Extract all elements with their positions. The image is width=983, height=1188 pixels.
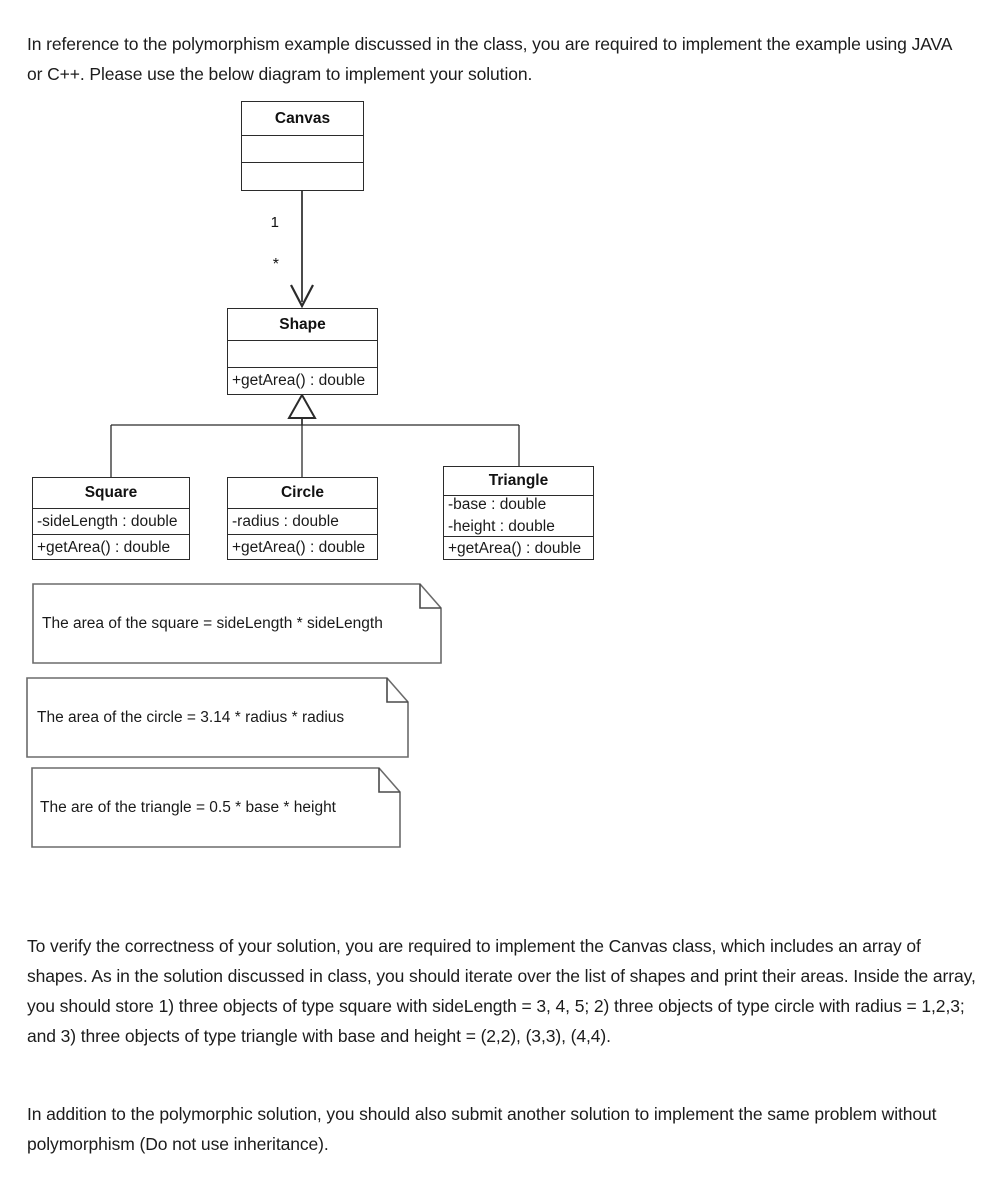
note-outline [32, 583, 442, 664]
class-attributes-circle: -radius : double [228, 508, 377, 534]
class-name-triangle: Triangle [488, 472, 549, 489]
class-name-circle: Circle [280, 484, 325, 501]
class-box-shape[interactable]: Shape +getArea() : double [227, 308, 378, 395]
class-box-square[interactable]: Square -sideLength : double +getArea() :… [32, 477, 190, 560]
class-name-canvas: Canvas [274, 109, 331, 127]
note-text: The area of the circle = 3.14 * radius *… [37, 709, 345, 726]
note-shape-icon [26, 677, 409, 758]
note-outline [26, 677, 409, 758]
note-dogear-icon [378, 768, 400, 793]
intro-paragraph: In reference to the polymorphism example… [27, 33, 952, 84]
uml-note-triangle[interactable]: The are of the triangle = 0.5 * base * h… [31, 767, 402, 848]
class-member: -sideLength : double [37, 512, 178, 530]
class-operations-square: +getArea() : double [33, 534, 189, 560]
class-box-canvas[interactable]: Canvas [241, 101, 364, 191]
class-box-triangle[interactable]: Triangle -base : double -height : double… [443, 466, 594, 560]
class-member: +getArea() : double [37, 538, 171, 556]
note-dogear-icon [419, 584, 441, 609]
class-operations-circle: +getArea() : double [228, 534, 377, 560]
extra-paragraph: In addition to the polymorphic solution,… [27, 1103, 937, 1154]
diagram-connectors [110, 191, 520, 477]
class-name-square: Square [84, 484, 138, 501]
class-name-shape: Shape [279, 315, 326, 333]
class-member: +getArea() : double [232, 372, 366, 389]
verify-paragraph: To verify the correctness of your soluti… [27, 935, 976, 1046]
class-attributes-square: -sideLength : double [33, 508, 189, 534]
class-member: +getArea() : double [232, 538, 366, 556]
class-attributes-canvas [242, 135, 363, 162]
class-box-circle[interactable]: Circle -radius : double +getArea() : dou… [227, 477, 378, 560]
class-member: -height : double [448, 518, 555, 535]
class-attributes-triangle: -base : double -height : double [444, 495, 593, 536]
multiplicity-many: * [272, 256, 279, 273]
class-operations-canvas [242, 162, 363, 190]
note-shape-icon [31, 767, 401, 848]
multiplicity-one: 1 [270, 214, 279, 231]
note-text: The area of the square = sideLength * si… [42, 615, 383, 632]
class-member: -base : double [448, 496, 547, 513]
class-attributes-shape [228, 340, 377, 367]
class-member: +getArea() : double [448, 540, 582, 557]
class-operations-triangle: +getArea() : double [444, 536, 593, 561]
note-text: The are of the triangle = 0.5 * base * h… [40, 799, 336, 816]
generalization-triangle-icon [287, 392, 317, 419]
association-arrowhead-icon [290, 284, 314, 309]
uml-class-diagram: Canvas 1 * Shape +getArea() : double Squ… [0, 88, 983, 868]
note-shape-icon [32, 583, 442, 664]
class-member: -radius : double [232, 512, 339, 530]
uml-note-circle[interactable]: The area of the circle = 3.14 * radius *… [26, 677, 410, 758]
note-dogear-icon [386, 678, 408, 703]
class-operations-shape: +getArea() : double [228, 367, 377, 394]
note-outline [31, 767, 401, 848]
uml-note-square[interactable]: The area of the square = sideLength * si… [32, 583, 442, 664]
